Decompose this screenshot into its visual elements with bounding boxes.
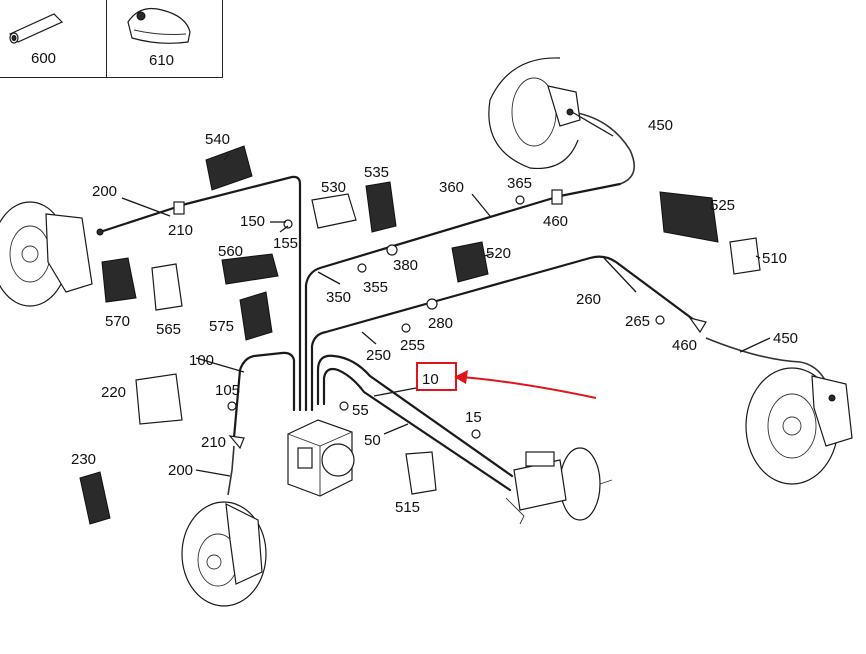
hose-sleeve-icon (8, 13, 64, 44)
abs-hydraulic-unit (287, 419, 355, 497)
callout-535[interactable]: 535 (364, 164, 389, 181)
callout-460-top[interactable]: 460 (543, 213, 568, 230)
callout-10[interactable]: 10 (422, 371, 439, 388)
arrowhead (454, 370, 468, 384)
callout-540[interactable]: 540 (205, 131, 230, 148)
callout-150[interactable]: 150 (240, 213, 265, 230)
callout-450-top[interactable]: 450 (648, 117, 673, 134)
callout-360[interactable]: 360 (439, 179, 464, 196)
highlight-arrow (461, 376, 597, 399)
callout-365[interactable]: 365 (507, 175, 532, 192)
callout-460-right[interactable]: 460 (672, 337, 697, 354)
callout-255[interactable]: 255 (400, 337, 425, 354)
callout-515[interactable]: 515 (395, 499, 420, 516)
highlight-annotation (416, 362, 597, 399)
legend-label-610: 610 (149, 52, 175, 69)
rear-right-brake-disc (488, 57, 581, 170)
callout-575[interactable]: 575 (209, 318, 234, 335)
callout-230[interactable]: 230 (71, 451, 96, 468)
callout-250[interactable]: 250 (366, 347, 391, 364)
callout-530[interactable]: 530 (321, 179, 346, 196)
callout-200-left[interactable]: 200 (92, 183, 117, 200)
front-left-brake-disc (181, 501, 267, 607)
callout-105[interactable]: 105 (215, 382, 240, 399)
callout-55[interactable]: 55 (352, 402, 369, 419)
callout-560[interactable]: 560 (218, 243, 243, 260)
callout-280[interactable]: 280 (428, 315, 453, 332)
callout-100[interactable]: 100 (189, 352, 214, 369)
master-cylinder-booster (505, 447, 613, 525)
leader-lines (121, 111, 771, 477)
callout-15[interactable]: 15 (465, 409, 482, 426)
callout-525[interactable]: 525 (710, 197, 735, 214)
callout-50[interactable]: 50 (364, 432, 381, 449)
callout-380[interactable]: 380 (393, 257, 418, 274)
callout-355[interactable]: 355 (363, 279, 388, 296)
legend-label-600: 600 (31, 50, 57, 67)
callout-350[interactable]: 350 (326, 289, 351, 306)
callout-510[interactable]: 510 (762, 250, 787, 267)
callout-450-right[interactable]: 450 (773, 330, 798, 347)
callout-520[interactable]: 520 (486, 245, 511, 262)
small-parts (79, 145, 761, 525)
callout-220[interactable]: 220 (101, 384, 126, 401)
callout-200-bottom[interactable]: 200 (168, 462, 193, 479)
brake-pipes (98, 111, 833, 496)
callout-210-bottom[interactable]: 210 (201, 434, 226, 451)
callout-210-left[interactable]: 210 (168, 222, 193, 239)
front-right-brake-disc (745, 367, 853, 485)
callout-265[interactable]: 265 (625, 313, 650, 330)
callout-labels: 450 540 535 530 360 365 200 525 460 150 … (71, 117, 798, 516)
protective-cap-icon (127, 7, 191, 44)
callout-155[interactable]: 155 (273, 235, 298, 252)
callout-570[interactable]: 570 (105, 313, 130, 330)
left-brake-disc (0, 201, 104, 307)
callout-565[interactable]: 565 (156, 321, 181, 338)
callout-260[interactable]: 260 (576, 291, 601, 308)
